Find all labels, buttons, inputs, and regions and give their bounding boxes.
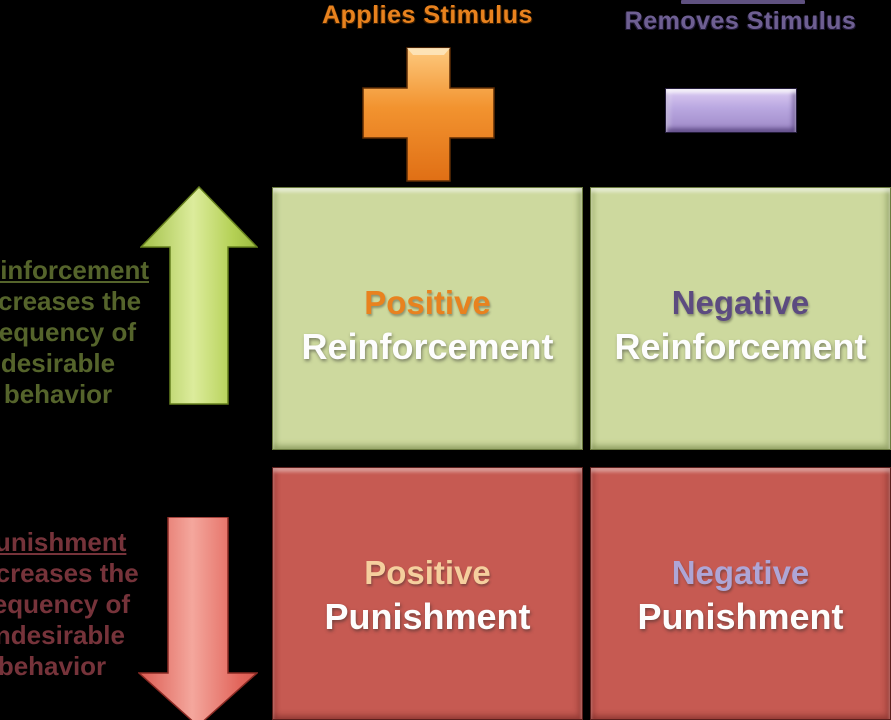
row-heading: Punishment <box>0 527 127 557</box>
row-label-line: desirable <box>0 348 116 378</box>
cutoff-underline-fragment <box>681 0 805 4</box>
minus-icon <box>665 88 797 133</box>
cell-qualifier: Positive <box>364 553 491 591</box>
cell-term: Punishment <box>637 596 844 638</box>
row-label-line: undesirable <box>0 620 125 650</box>
cell-positive-reinforcement: Positive Reinforcement <box>272 187 583 450</box>
cell-qualifier: Negative <box>671 553 810 591</box>
cell-positive-punishment: Positive Punishment <box>272 467 583 720</box>
column-header-applies-stimulus: Applies Stimulus <box>322 1 533 29</box>
row-label-line: decreases the <box>0 558 139 588</box>
row-label-line: frequency of <box>0 589 131 619</box>
plus-icon <box>362 47 495 182</box>
cell-term: Punishment <box>324 596 531 638</box>
row-label-punishment: Punishment decreases the frequency of un… <box>0 527 152 682</box>
row-label-reinforcement: Reinforcement increases the frequency of… <box>0 255 158 410</box>
up-arrow-icon <box>140 186 258 405</box>
cell-term: Reinforcement <box>614 326 867 368</box>
down-arrow-icon <box>138 517 258 720</box>
cell-term: Reinforcement <box>301 326 554 368</box>
column-header-removes-stimulus: Removes Stimulus <box>624 7 857 35</box>
row-label-line: behavior <box>3 379 113 409</box>
row-heading: Reinforcement <box>0 255 150 285</box>
cell-negative-punishment: Negative Punishment <box>590 467 891 720</box>
row-label-line: frequency of <box>0 317 137 347</box>
cell-qualifier: Negative <box>671 283 810 321</box>
cell-qualifier: Positive <box>364 283 491 321</box>
row-label-line: behavior <box>0 651 107 681</box>
cell-negative-reinforcement: Negative Reinforcement <box>590 187 891 450</box>
row-label-line: increases the <box>0 286 142 316</box>
